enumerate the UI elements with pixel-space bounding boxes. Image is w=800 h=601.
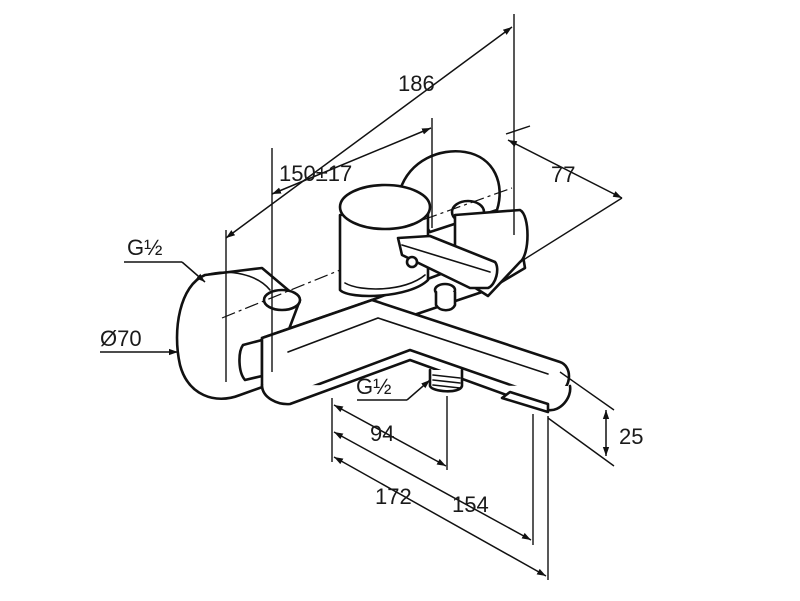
dimension-77: 77 [505, 125, 623, 263]
label-94: 94 [370, 421, 394, 446]
label-25: 25 [619, 424, 643, 449]
label-outlet-thread: G½ [356, 374, 391, 399]
label-150: 150±17 [279, 161, 352, 186]
diverter-knob [433, 282, 457, 312]
wall-centre-line [221, 269, 341, 319]
label-inlet-thread: G½ [127, 235, 162, 260]
label-154: 154 [452, 492, 489, 517]
dimension-154: 154 [333, 431, 532, 541]
label-77: 77 [551, 162, 575, 187]
dimension-172: 172 [333, 456, 547, 577]
dimension-150: 150±17 [271, 127, 432, 195]
dimension-outlet-thread: G½ [356, 374, 431, 401]
dimension-diameter-70: Ø70 [100, 326, 178, 356]
dimension-94: 94 [333, 404, 447, 467]
mixer-tap [175, 149, 572, 414]
dimensions: 186 150±17 77 G½ Ø70 G½ [100, 14, 643, 580]
spout [260, 298, 572, 414]
label-186: 186 [398, 71, 435, 96]
dimension-25: 25 [547, 371, 643, 467]
dimension-186: 186 [225, 26, 513, 239]
outlet-thread [428, 368, 464, 393]
label-172: 172 [375, 484, 412, 509]
left-wall-rosette [175, 266, 302, 400]
dimension-inlet-thread: G½ [124, 235, 206, 283]
label-diameter-70: Ø70 [100, 326, 142, 351]
